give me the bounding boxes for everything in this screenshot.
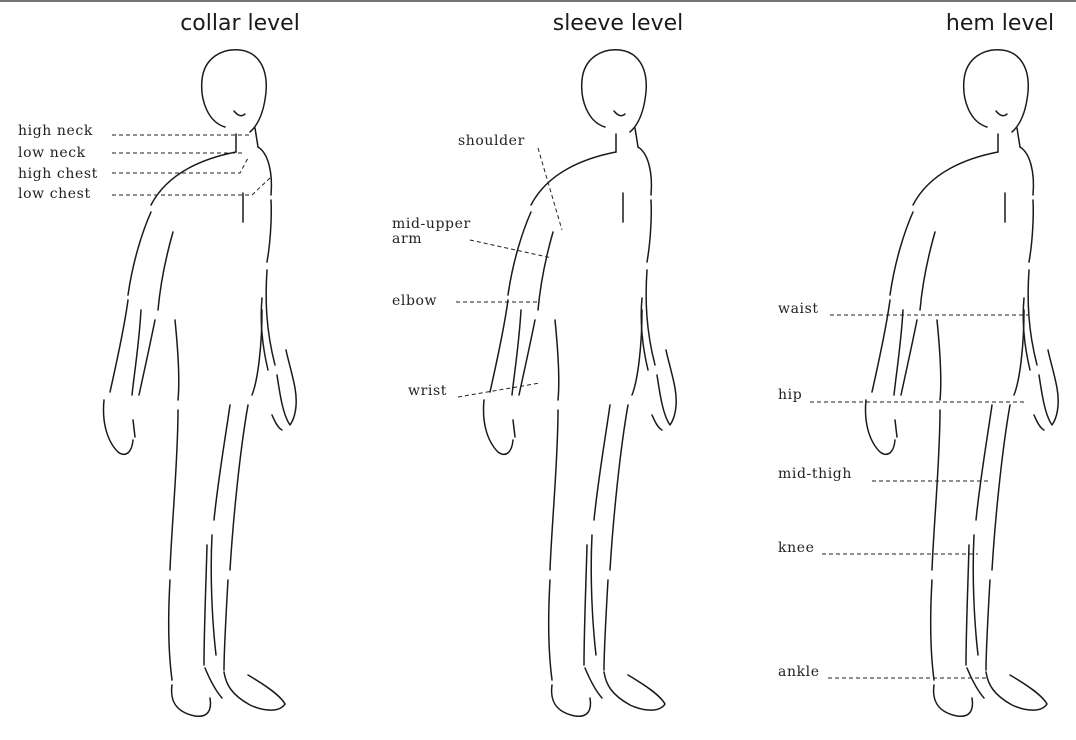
panel-title: collar level bbox=[180, 11, 300, 36]
panel-sleeve: sleeve level shoulder mid-upper arm elbo… bbox=[392, 11, 683, 716]
label-high-neck: high neck bbox=[18, 123, 93, 139]
panel-collar: collar level high neck low neck high che… bbox=[18, 11, 300, 716]
figure-sleeve bbox=[484, 50, 677, 717]
label-elbow: elbow bbox=[392, 293, 437, 309]
leader-wrist bbox=[458, 383, 540, 397]
leader-low-chest bbox=[112, 178, 270, 195]
leader-high-chest bbox=[112, 158, 248, 173]
label-wrist: wrist bbox=[408, 383, 447, 399]
figure-hem bbox=[866, 50, 1059, 717]
label-waist: waist bbox=[778, 301, 819, 317]
leader-mid-upper-arm bbox=[470, 240, 552, 258]
label-low-neck: low neck bbox=[18, 145, 86, 161]
label-ankle: ankle bbox=[778, 664, 820, 680]
label-shoulder: shoulder bbox=[458, 133, 525, 149]
label-mid-thigh: mid-thigh bbox=[778, 466, 852, 482]
label-low-chest: low chest bbox=[18, 186, 91, 202]
label-knee: knee bbox=[778, 540, 814, 556]
label-high-chest: high chest bbox=[18, 166, 98, 182]
panel-title: sleeve level bbox=[553, 11, 684, 36]
label-mid-upper: mid-upper bbox=[392, 216, 471, 232]
panel-title: hem level bbox=[946, 11, 1054, 36]
label-arm: arm bbox=[392, 231, 422, 247]
label-hip: hip bbox=[778, 387, 802, 403]
figure-collar bbox=[104, 50, 297, 717]
panel-hem: hem level waist hip mid-thigh knee ankle bbox=[778, 11, 1058, 716]
